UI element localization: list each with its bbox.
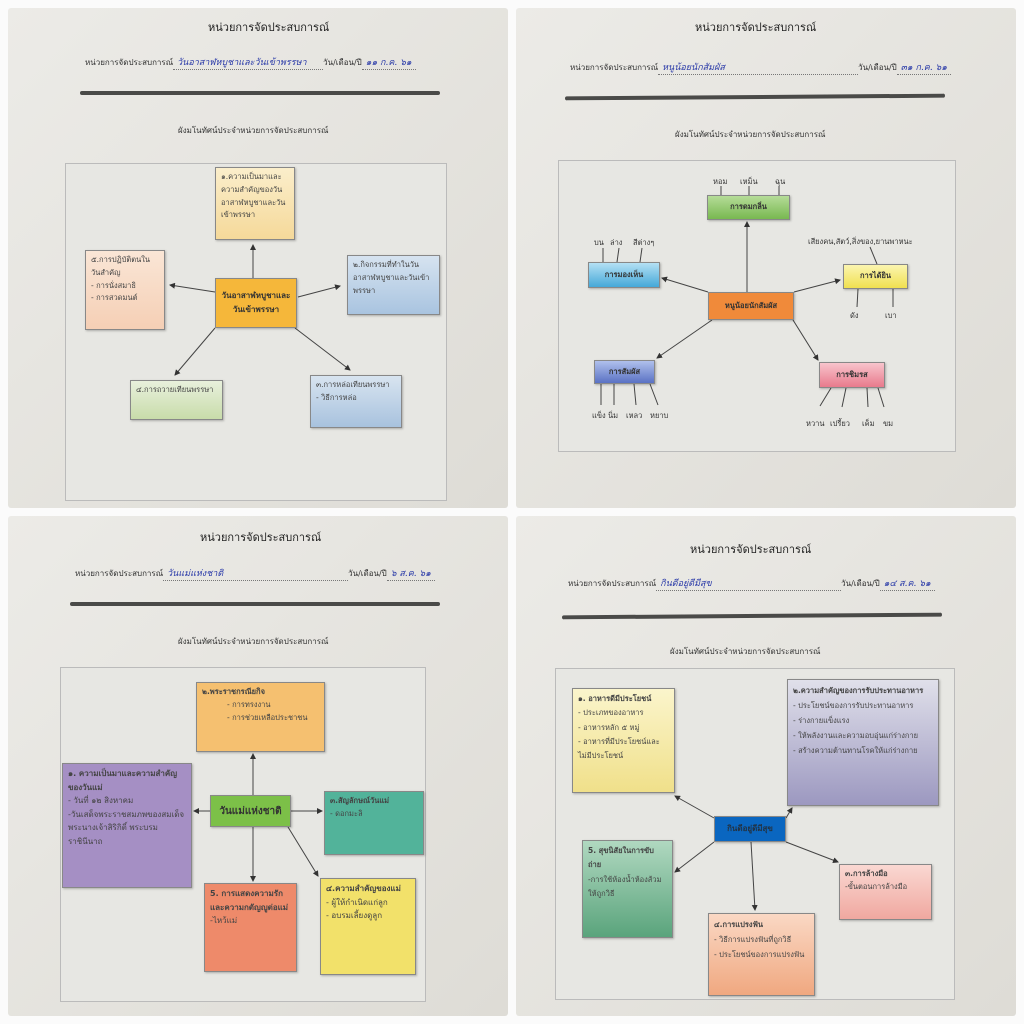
node-taste: การชิมรส [819,362,885,388]
center-node: วันแม่แห่งชาติ [210,795,291,827]
node-activities: ๒.กิจกรรมที่ทำในวันอาสาฬหบูชาและวันเข้าพ… [347,255,440,315]
node-history: ๑. ความเป็นมาและความสำคัญของวันแม่- วันท… [62,763,192,888]
node-gratitude: 5. การแสดงความรักและความกตัญญูต่อแม่-ไหว… [204,883,297,972]
node-handwashing: ๓.การล้างมือ-ขั้นตอนการล้างมือ [839,864,932,920]
node-good-food: ๑. อาหารดีมีประโยชน์- ประเภทของอาหาร- อา… [572,688,675,793]
node-history: ๑.ความเป็นมาและความสำคัญของวันอาสาฬหบูชา… [215,167,295,240]
taste-item: เปรี้ยว [830,419,850,428]
unit-line: หน่วยการจัดประสบการณ์วันแม่แห่งชาติวัน/เ… [75,566,435,581]
divider [70,602,440,606]
touch-item: แข็ง [592,411,606,420]
map-title: ผังมโนทัศน์ประจำหน่วยการจัดประสบการณ์ [178,637,329,646]
map-title: ผังมโนทัศน์ประจำหน่วยการจัดประสบการณ์ [675,130,826,139]
hear-item: ดัง [850,311,859,320]
taste-item: หวาน [806,419,825,428]
center-node: หนูน้อยนักสัมผัส [708,292,794,320]
node-toothbrushing: ๔.การแปรงฟัน- วิธีการแปรงฟันที่ถูกวิธี- … [708,913,815,996]
touch-item: หยาบ [650,411,669,420]
center-node: วันอาสาฬหบูชาและวันเข้าพรรษา [215,278,297,328]
node-touch: การสัมผัส [594,360,655,384]
node-royal-duties: ๒.พระราชกรณียกิจ- การทรงงาน- การช่วยเหลื… [196,682,325,752]
divider [80,91,440,95]
unit-line: หน่วยการจัดประสบการณ์วันอาสาฬหบูชาและวัน… [85,55,416,70]
node-offering: ๔.การถวายเทียนพรรษา [130,380,223,420]
node-casting: ๓.การหล่อเทียนพรรษา- วิธีการหล่อ [310,375,402,428]
node-hear: การได้ยิน [843,264,908,289]
node-see: การมองเห็น [588,262,660,288]
touch-item: นิ่ม [608,411,619,420]
node-eating-importance: ๒.ความสำคัญของการรับประทานอาหาร- ประโยชน… [787,679,939,806]
touch-item: เหลว [626,411,643,420]
taste-item: เค็ม [862,419,875,428]
hear-sources: เสียงคน,สัตว์,สิ่งของ,ยานพาหนะ [808,237,913,246]
see-item: สีต่างๆ [633,238,655,247]
see-item: บน [594,238,604,247]
unit-line: หน่วยการจัดประสบการณ์หนูน้อยนักสัมผัสวัน… [570,60,951,75]
taste-item: ขม [883,419,894,428]
page-heading: หน่วยการจัดประสบการณ์ [695,21,817,34]
page-heading: หน่วยการจัดประสบการณ์ [200,531,322,544]
map-title: ผังมโนทัศน์ประจำหน่วยการจัดประสบการณ์ [670,647,821,656]
hear-item: เบา [885,311,897,320]
node-importance: ๔.ความสำคัญของแม่- ผู้ให้กำเนิดแก่ลูก- อ… [320,878,416,975]
page-heading: หน่วยการจัดประสบการณ์ [208,21,330,34]
see-item: ล่าง [610,238,623,247]
smell-item: เหม็น [740,177,758,186]
smell-item: หอม [713,177,728,186]
unit-line: หน่วยการจัดประสบการณ์กินดีอยู่ดีมีสุขวัน… [568,576,935,591]
map-title: ผังมโนทัศน์ประจำหน่วยการจัดประสบการณ์ [178,126,329,135]
node-practice: ๕.การปฏิบัติตนในวันสำคัญ- การนั่งสมาธิ- … [85,250,165,330]
page-heading: หน่วยการจัดประสบการณ์ [690,543,812,556]
node-toilet-habits: 5. สุขนิสัยในการขับถ่าย-การใช้ห้องน้ำห้อ… [582,840,673,938]
node-symbol: ๓.สัญลักษณ์วันแม่- ดอกมะลิ [324,791,424,855]
node-smell: การดมกลิ่น [707,195,790,220]
center-node: กินดีอยู่ดีมีสุข [714,816,786,842]
smell-item: ฉุน [775,177,786,186]
